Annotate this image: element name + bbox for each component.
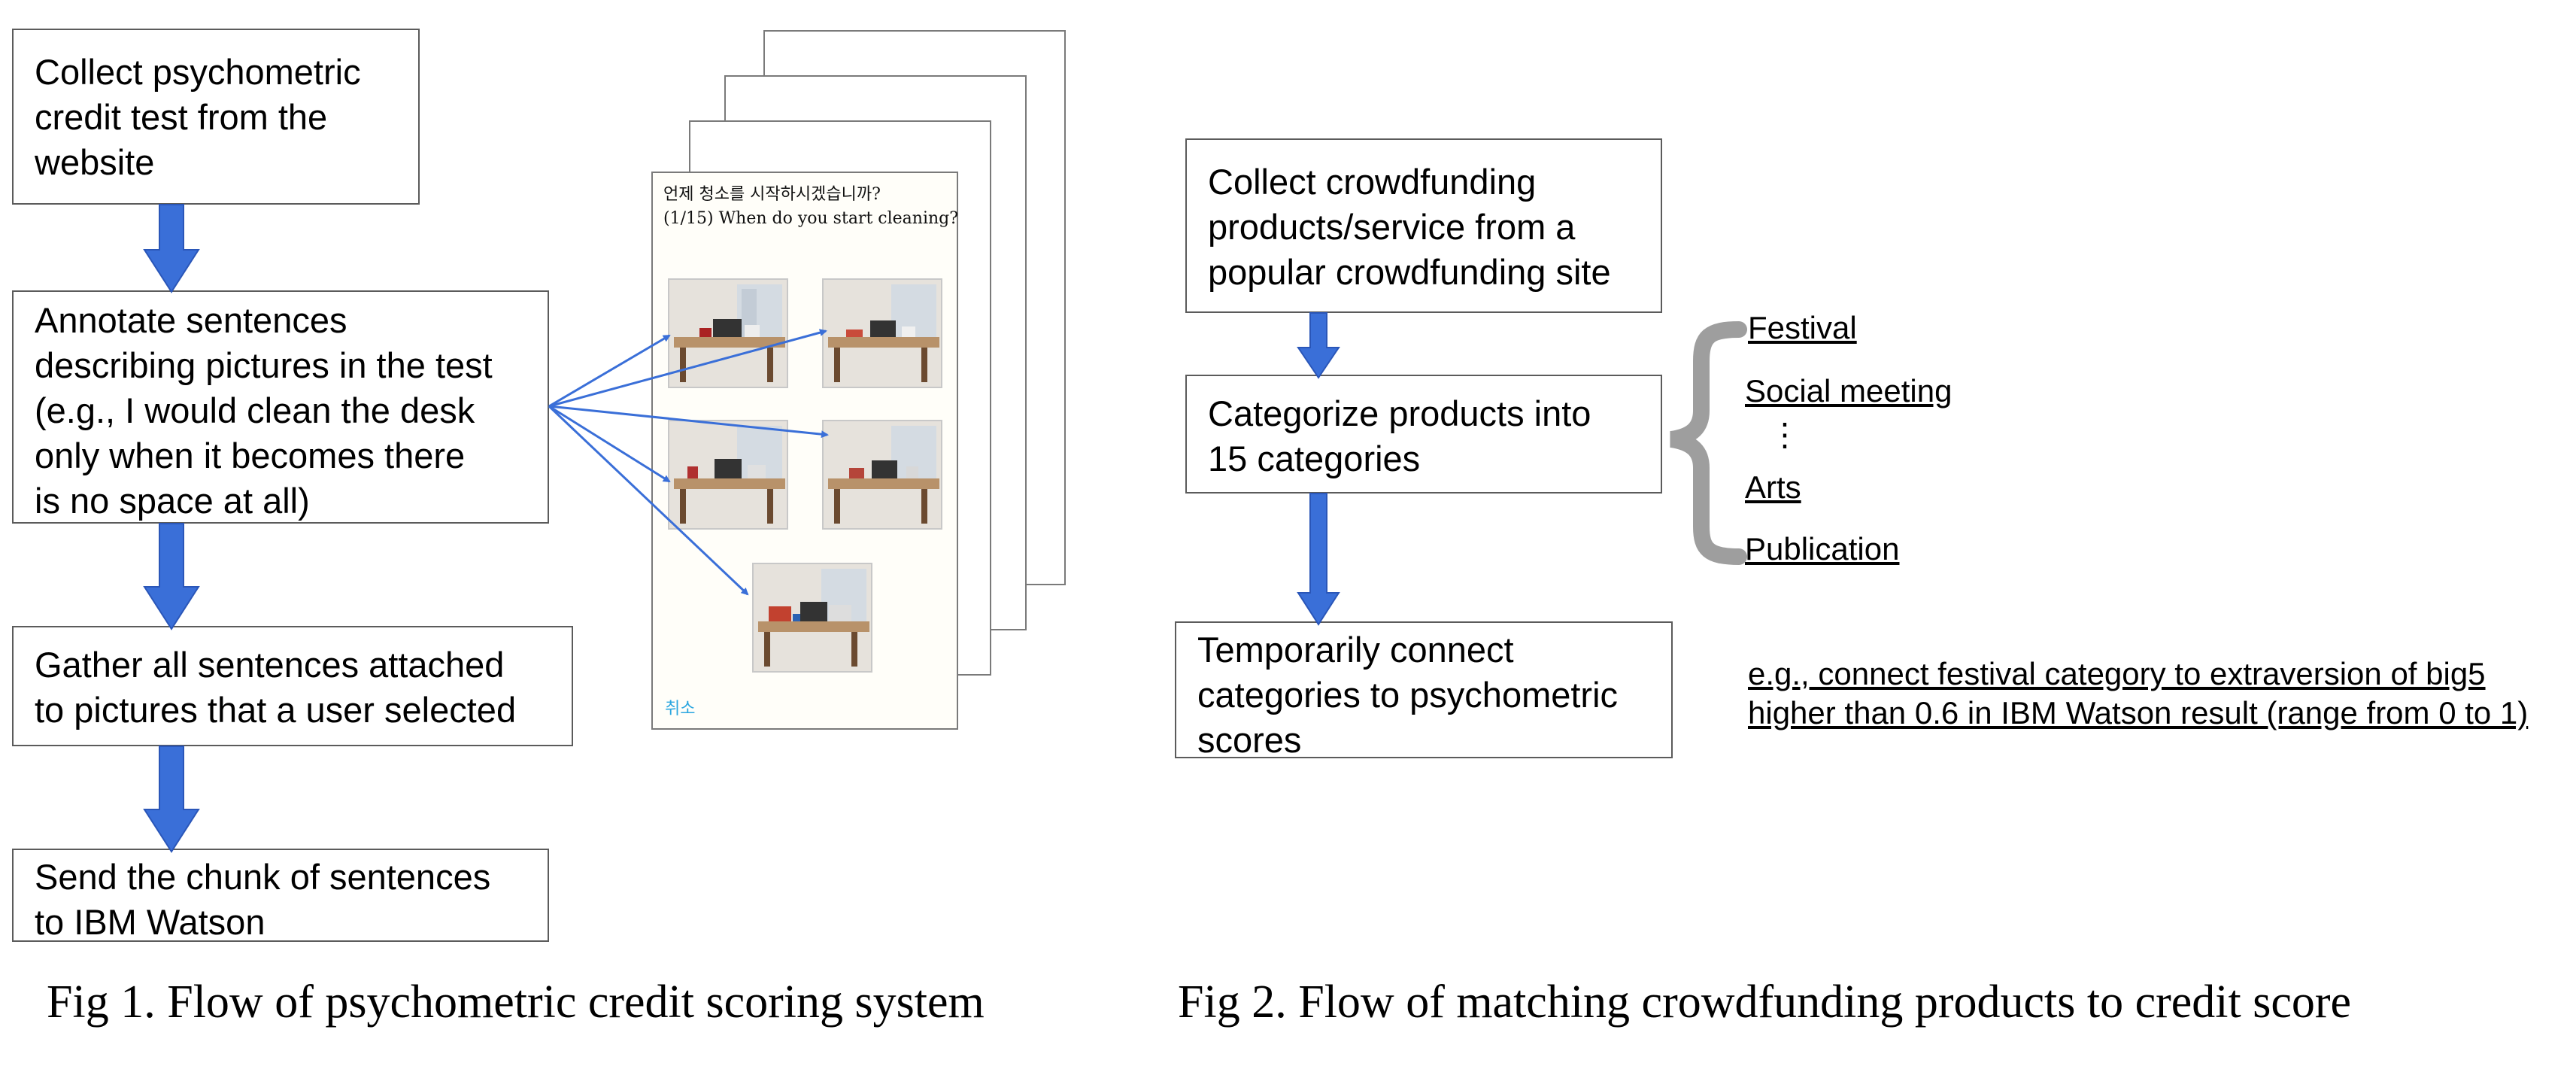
fig2-step3-line1: Temporarily connect [1197,630,1514,670]
fig1-step3-line2: to pictures that a user selected [35,690,517,730]
fig1-step4-line1: Send the chunk of sentences [35,857,491,897]
fig1-step2-line2: describing pictures in the test [35,345,493,385]
fig2-step3-line2: categories to psychometric [1197,675,1619,715]
desk-picture-4[interactable] [822,420,942,530]
question-korean: 언제 청소를 시작하시겠습니까? [663,185,881,204]
fig2-step3-line3: scores [1197,720,1302,760]
example-line-1: e.g., connect festival category to extra… [1748,656,2486,691]
fig1-step3-line1: Gather all sentences attached [35,645,505,685]
fig2-step-collect-products: Collect crowdfunding products/service fr… [1185,138,1662,313]
category-ellipsis: ⋮ [1769,417,1801,452]
fig2-step-connect: Temporarily connect categories to psycho… [1175,621,1673,760]
question-english: (1/15) When do you start cleaning? [663,209,959,228]
test-screenshot: 언제 청소를 시작하시겠습니까? (1/15) When do you star… [651,172,958,730]
fig1-arrow-2 [143,523,200,630]
category-festival: Festival [1748,310,1857,345]
annotation-arrows [548,329,829,596]
desk-picture-3[interactable] [668,420,788,530]
desk-picture-1[interactable] [668,278,788,388]
fig2-step1-line1: Collect crowdfunding [1208,162,1537,202]
fig2-step2-line1: Categorize products into [1208,393,1591,433]
arrow-to-picture-5 [548,405,749,596]
fig2-arrow-1 [1297,312,1340,379]
fig2-arrow-2 [1297,493,1340,626]
fig1-caption: Fig 1. Flow of psychometric credit scori… [47,976,985,1028]
fig1-step-gather: Gather all sentences attached to picture… [12,626,573,746]
arrow-to-picture-4 [548,405,829,439]
fig1-step2-line3: (e.g., I would clean the desk [35,390,475,430]
fig1-arrow-3 [143,746,200,853]
example-line-2: higher than 0.6 in IBM Watson result (ra… [1748,695,2529,730]
fig2-step1-line2: products/service from a [1208,207,1576,247]
fig1-step-collect-test: Collect psychometric credit test from th… [12,29,420,205]
fig2-caption: Fig 2. Flow of matching crowdfunding pro… [1178,976,2352,1028]
category-publication: Publication [1745,531,1900,566]
fig1-step4-line2: to IBM Watson [35,902,265,942]
desk-picture-5[interactable] [752,563,872,673]
fig1-arrow-1 [143,204,200,293]
fig2-step2-line2: 15 categories [1208,439,1421,478]
fig2-step1-line3: popular crowdfunding site [1208,252,1611,292]
fig2-step-categorize: Categorize products into 15 categories [1185,375,1662,494]
fig1-step1-line2: credit test from the [35,97,328,137]
arrow-to-picture-2 [548,329,827,408]
category-arts: Arts [1745,469,1801,505]
desk-picture-2[interactable] [822,278,942,388]
fig1-step2-line4: only when it becomes there [35,436,466,475]
arrow-to-picture-1 [548,334,671,408]
fig1-step2-line1: Annotate sentences [35,300,347,340]
category-brace [1670,321,1747,565]
fig1-step-annotate: Annotate sentences describing pictures i… [12,290,549,524]
arrow-to-picture-3 [548,405,671,483]
fig1-step2-line5: is no space at all) [35,481,310,521]
fig1-step-send: Send the chunk of sentences to IBM Watso… [12,849,549,942]
fig1-step1-line3: website [35,142,155,182]
fig1-step1-line1: Collect psychometric [35,52,361,92]
category-social-meeting: Social meeting [1745,373,1952,408]
cancel-link[interactable]: 취소 [665,700,696,718]
